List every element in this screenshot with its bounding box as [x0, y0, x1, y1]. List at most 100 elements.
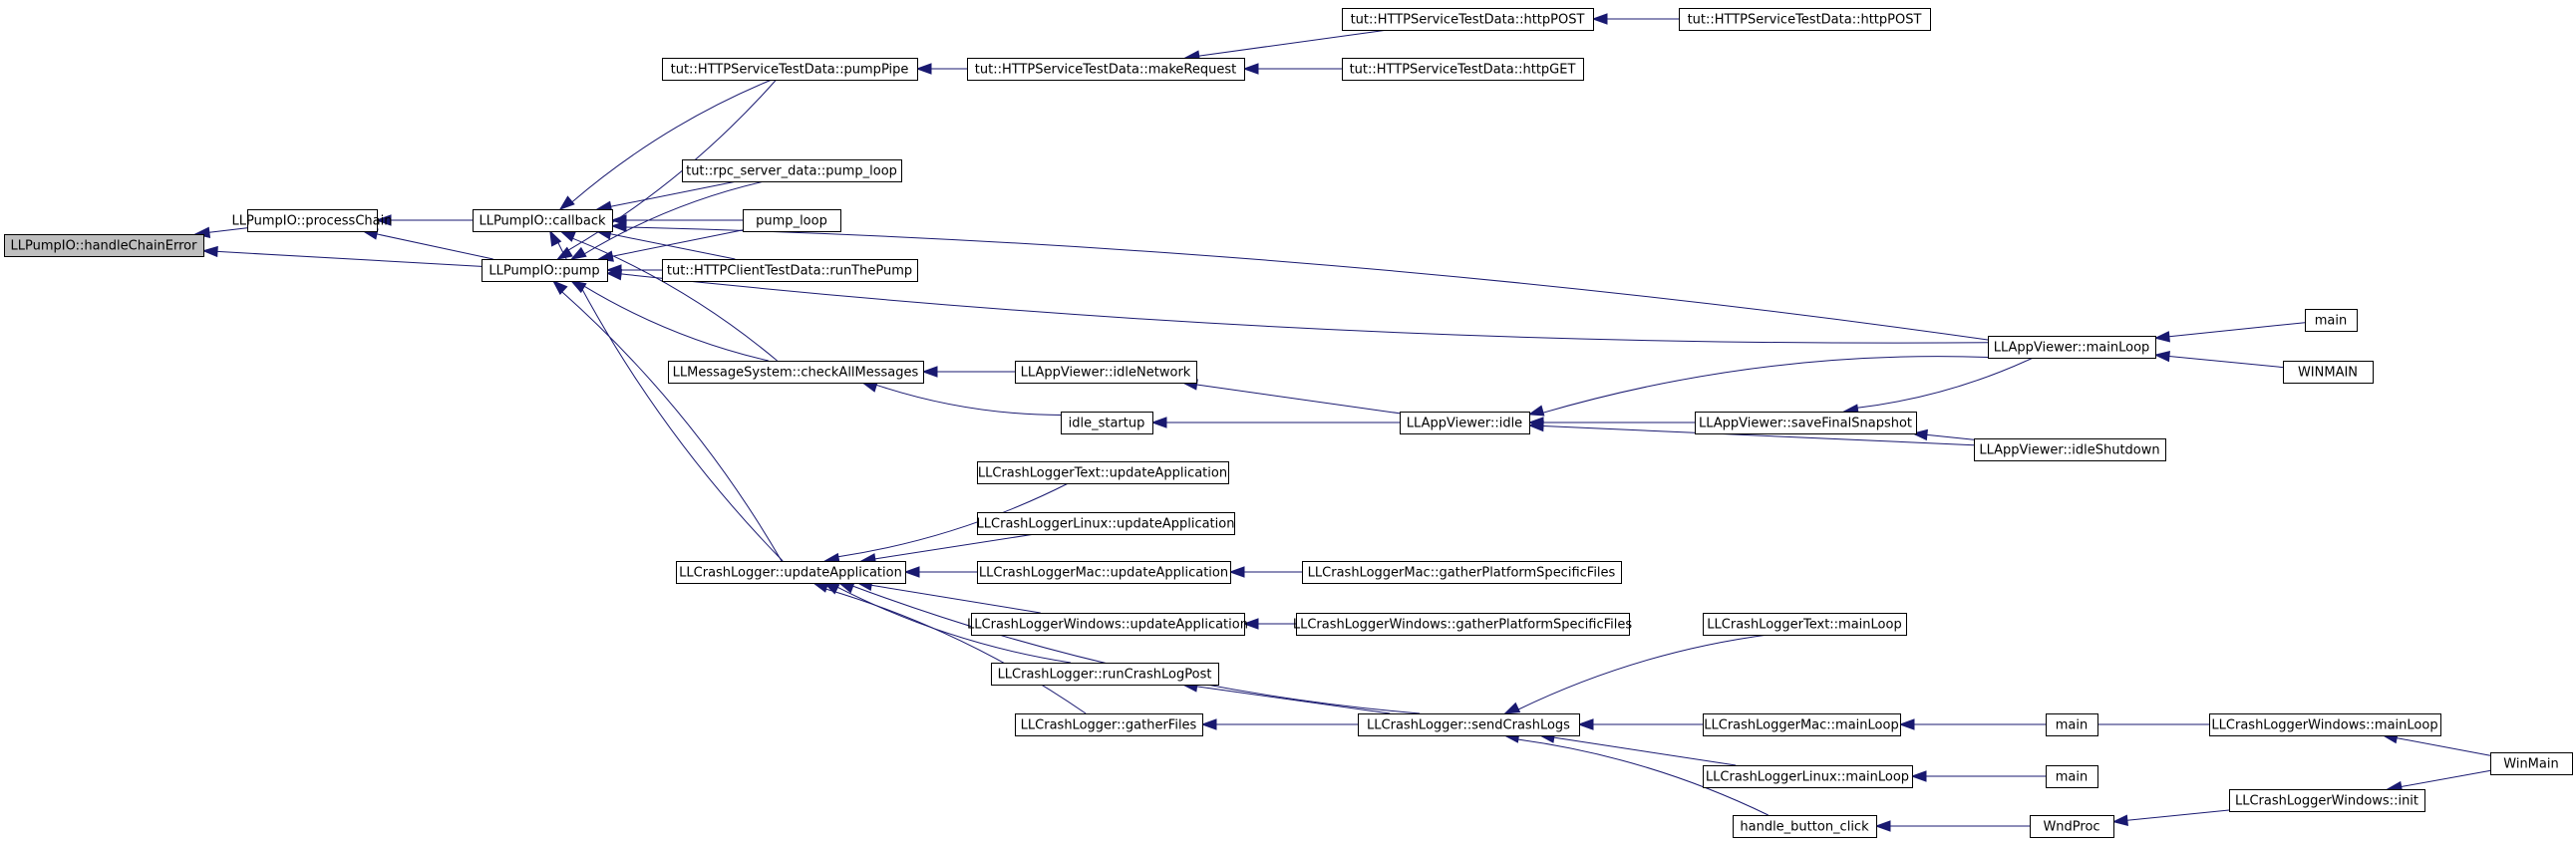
node-idleShutdown[interactable]: LLAppViewer::idleShutdown: [1974, 438, 2166, 461]
node-label: idle_startup: [1069, 417, 1145, 431]
node-label: LLAppViewer::idleShutdown: [1979, 443, 2159, 458]
node-macMainLoop[interactable]: LLCrashLoggerMac::mainLoop: [1703, 713, 1901, 736]
node-label: LLAppViewer::idle: [1407, 417, 1522, 431]
node-rpcPumpLoop[interactable]: tut::rpc_server_data::pump_loop: [682, 159, 902, 182]
node-updateApplication[interactable]: LLCrashLogger::updateApplication: [676, 561, 906, 584]
node-processChain[interactable]: LLPumpIO::processChain: [232, 209, 393, 232]
edge-mainLoop-to-idle: [1542, 356, 1989, 414]
node-label: main: [2315, 314, 2347, 329]
node-handleButtonClick[interactable]: handle_button_click: [1733, 815, 1877, 838]
node-box: [2046, 713, 2098, 736]
edge-winUpdate-to-updateApplication: [871, 584, 1041, 614]
node-httpGET[interactable]: tut::HTTPServiceTestData::httpGET: [1342, 58, 1584, 81]
node-label: LLCrashLoggerLinux::mainLoop: [1706, 770, 1909, 785]
node-label: tut::HTTPServiceTestData::pumpPipe: [671, 63, 909, 78]
arrowhead-updateApplication-to-callback: [549, 229, 562, 247]
edge-handleButtonClick-to-sendCrashLogs: [1517, 738, 1769, 816]
edge-mainLoop-to-callback: [625, 226, 1989, 341]
node-sendCrashLogs[interactable]: LLCrashLogger::sendCrashLogs: [1358, 713, 1580, 736]
node-runThePump[interactable]: tut::HTTPClientTestData::runThePump: [662, 259, 918, 282]
edge-mainLoop-to-pump: [620, 273, 1989, 344]
edge-winInit-to-WndProc: [2126, 809, 2230, 821]
arrowhead-idle-to-idleStartup: [1150, 417, 1167, 428]
arrowhead-idleShutdown-to-saveFinalSnapshot: [1911, 428, 1928, 441]
node-box: [1703, 613, 1907, 636]
node-checkAllMessages[interactable]: LLMessageSystem::checkAllMessages: [668, 361, 924, 384]
arrowhead-sendCrashLogs-to-gatherFiles: [1200, 718, 1217, 730]
node-label: pump_loop: [756, 214, 827, 229]
arrowhead-checkAllMessages-to-callback: [559, 230, 576, 242]
node-winUpdate[interactable]: LLCrashLoggerWindows::updateApplication: [967, 613, 1248, 636]
node-macUpdate[interactable]: LLCrashLoggerMac::updateApplication: [977, 561, 1231, 584]
node-callback[interactable]: LLPumpIO::callback: [473, 209, 613, 232]
node-box: [971, 613, 1245, 636]
node-box: [1988, 336, 2156, 359]
arrowhead-main2-to-linuxMainLoop: [1910, 770, 1927, 782]
edge-idle-to-idleNetwork: [1196, 384, 1401, 415]
arrowhead-pump-to-handleChainError: [201, 245, 218, 258]
node-httpPOST1[interactable]: tut::HTTPServiceTestData::httpPOST: [1342, 8, 1594, 31]
node-box: [2209, 713, 2441, 736]
node-linuxMainLoop[interactable]: LLCrashLoggerLinux::mainLoop: [1703, 765, 1913, 788]
node-httpPOST2[interactable]: tut::HTTPServiceTestData::httpPOST: [1679, 8, 1931, 31]
node-idle[interactable]: LLAppViewer::idle: [1400, 412, 1530, 434]
node-pumpPipe[interactable]: tut::HTTPServiceTestData::pumpPipe: [662, 58, 918, 81]
node-box: [1342, 8, 1594, 31]
node-pumpLoop[interactable]: pump_loop: [743, 209, 841, 232]
arrowhead-makeRequest-to-pumpPipe: [915, 63, 932, 75]
node-label: LLCrashLogger::gatherFiles: [1021, 718, 1197, 733]
node-winGather[interactable]: LLCrashLoggerWindows::gatherPlatformSpec…: [1293, 613, 1633, 636]
node-label: LLCrashLoggerLinux::updateApplication: [977, 517, 1235, 532]
edge-sendCrashLogs-to-runCrashLogPost: [1196, 686, 1391, 714]
node-mainLoop[interactable]: LLAppViewer::mainLoop: [1988, 336, 2156, 359]
node-label: LLCrashLoggerWindows::gatherPlatformSpec…: [1293, 618, 1633, 633]
edge-idleStartup-to-checkAllMessages: [875, 384, 1062, 416]
node-label: LLCrashLogger::runCrashLogPost: [998, 668, 1212, 683]
node-WinMain[interactable]: WinMain: [2490, 752, 2573, 775]
node-box: [2229, 789, 2425, 812]
node-box: [1703, 765, 1913, 788]
node-handleChainError[interactable]: LLPumpIO::handleChainError: [4, 234, 204, 257]
node-box: [1015, 361, 1197, 384]
node-linuxUpdate[interactable]: LLCrashLoggerLinux::updateApplication: [977, 512, 1235, 535]
node-label: LLCrashLogger::sendCrashLogs: [1367, 718, 1570, 733]
node-winMainLoop[interactable]: LLCrashLoggerWindows::mainLoop: [2209, 713, 2441, 736]
node-textMainLoop[interactable]: LLCrashLoggerText::mainLoop: [1703, 613, 1907, 636]
node-mainTop[interactable]: main: [2305, 309, 2358, 332]
node-idleStartup[interactable]: idle_startup: [1061, 412, 1153, 434]
node-pump[interactable]: LLPumpIO::pump: [482, 259, 608, 282]
node-label: tut::HTTPServiceTestData::makeRequest: [975, 63, 1236, 78]
node-box: [482, 259, 608, 282]
node-box: [977, 461, 1229, 484]
edge-gatherFiles-to-updateApplication: [825, 588, 1087, 714]
node-box: [1296, 613, 1630, 636]
arrowhead-mainLoop-to-pump: [605, 269, 623, 281]
edge-linuxMainLoop-to-sendCrashLogs: [1553, 736, 1737, 766]
edge-mainLoop-to-saveFinalSnapshot: [1857, 357, 2034, 409]
node-WndProc[interactable]: WndProc: [2030, 815, 2114, 838]
node-macGather[interactable]: LLCrashLoggerMac::gatherPlatformSpecific…: [1302, 561, 1622, 584]
edge-idleShutdown-to-idle: [1542, 425, 1975, 446]
node-box: [247, 209, 378, 232]
node-box: [743, 209, 841, 232]
node-runCrashLogPost[interactable]: LLCrashLogger::runCrashLogPost: [991, 663, 1219, 686]
node-idleNetwork[interactable]: LLAppViewer::idleNetwork: [1015, 361, 1197, 384]
node-main1[interactable]: main: [2046, 713, 2098, 736]
node-gatherFiles[interactable]: LLCrashLogger::gatherFiles: [1015, 713, 1203, 736]
node-box: [977, 512, 1235, 535]
edge-linuxUpdate-to-updateApplication: [874, 533, 1036, 560]
edge-textMainLoop-to-sendCrashLogs: [1517, 634, 1769, 710]
node-makeRequest[interactable]: tut::HTTPServiceTestData::makeRequest: [967, 58, 1245, 81]
node-saveFinalSnapshot[interactable]: LLAppViewer::saveFinalSnapshot: [1695, 412, 1917, 434]
node-main2[interactable]: main: [2046, 765, 2098, 788]
node-label: LLCrashLoggerWindows::mainLoop: [2211, 718, 2437, 733]
edge-runThePump-to-callback: [610, 233, 736, 260]
edge-layer: [193, 13, 2491, 832]
node-textUpdate[interactable]: LLCrashLoggerText::updateApplication: [977, 461, 1229, 484]
node-WINMAIN[interactable]: WINMAIN: [2283, 361, 2374, 384]
node-label: main: [2056, 770, 2088, 785]
arrowhead-winGather-to-winUpdate: [1242, 618, 1259, 630]
node-winInit[interactable]: LLCrashLoggerWindows::init: [2229, 789, 2425, 812]
node-box: [1703, 713, 1901, 736]
